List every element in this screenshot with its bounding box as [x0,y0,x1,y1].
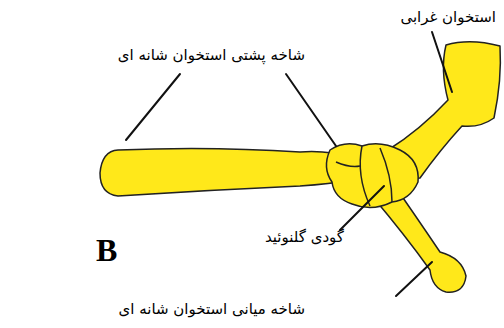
joint-seam [336,162,360,167]
part-label: استخوان غرابی [400,8,496,28]
dorsal-branch [100,148,352,196]
panel-letter: B [96,234,117,266]
part-label: شاخه میانی استخوان شانه ای [119,300,305,320]
part-label: شاخه پشتی استخوان شانه ای [118,46,305,66]
leader-line [396,262,432,296]
leader-line [432,32,452,92]
joint-seam [360,146,370,206]
part-label: گودی گلنوئید [265,228,344,248]
leader-line [340,186,384,230]
joint-seam [380,148,392,202]
leader-line [286,74,336,146]
leader-line [126,74,180,140]
